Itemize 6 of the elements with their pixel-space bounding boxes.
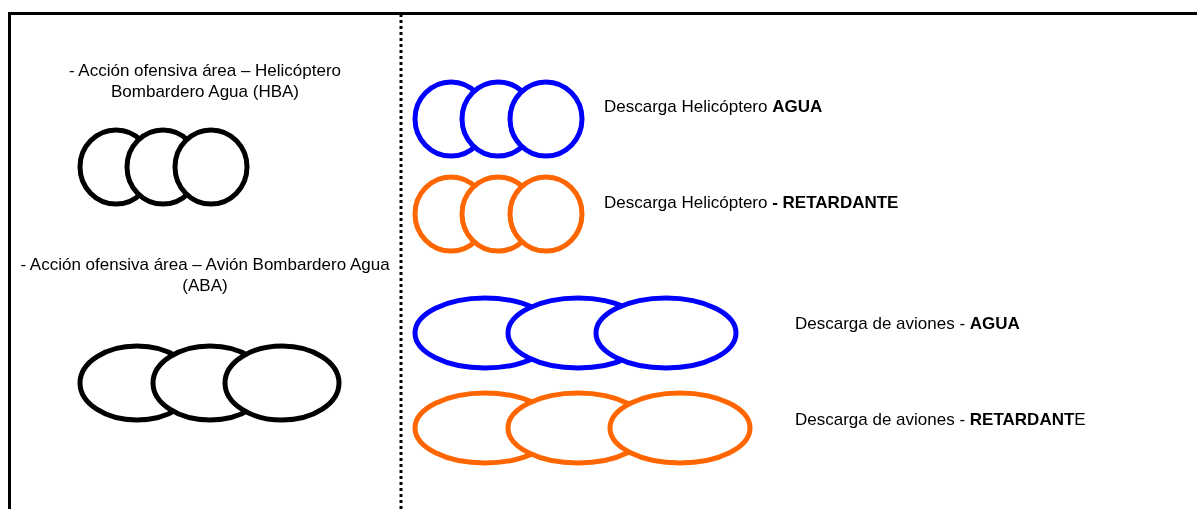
legend-text: Descarga de aviones - AGUA [795,313,1020,334]
symbol-heading: - Acción ofensiva área – Avión Bombardero Agua (ABA) [20,254,390,296]
legend-text: Descarga de aviones - RETARDANTE [795,409,1086,430]
symbol-heading: - Acción ofensiva área – Helicóptero Bombardero Agua (HBA) [67,60,343,102]
legend-text: Descarga Helicóptero - RETARDANTE [604,192,899,213]
legend-text: Descarga Helicóptero AGUA [604,96,823,117]
